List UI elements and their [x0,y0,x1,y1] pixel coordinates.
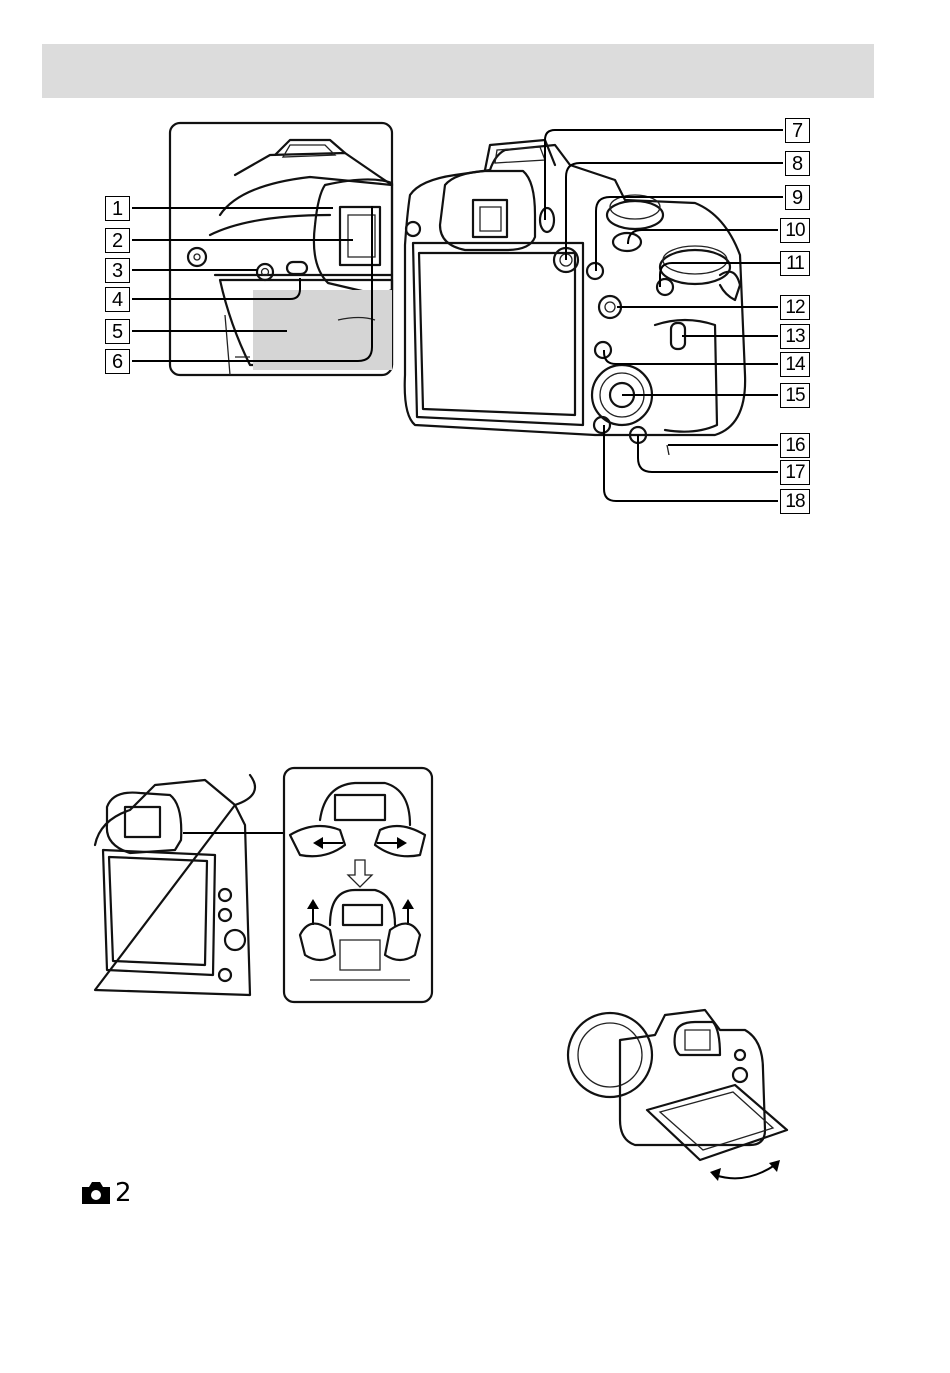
callout-12: 12 [780,295,810,320]
callout-7: 7 [785,118,810,143]
callout-17: 17 [780,460,810,485]
callout-11: 11 [780,251,810,276]
camera-icon [80,1180,112,1206]
callout-16: 16 [780,433,810,458]
eyecup-removal-illustration [85,765,435,1005]
callout-15: 15 [780,383,810,408]
callout-18: 18 [780,489,810,514]
callout-9: 9 [785,185,810,210]
mode-tag: 2 [80,1180,132,1206]
callout-14: 14 [780,352,810,377]
callout-8: 8 [785,151,810,176]
monitor-tilt-illustration [565,1000,800,1195]
callout-13: 13 [780,324,810,349]
mode-tag-number: 2 [115,1180,132,1206]
callout-10: 10 [780,218,810,243]
